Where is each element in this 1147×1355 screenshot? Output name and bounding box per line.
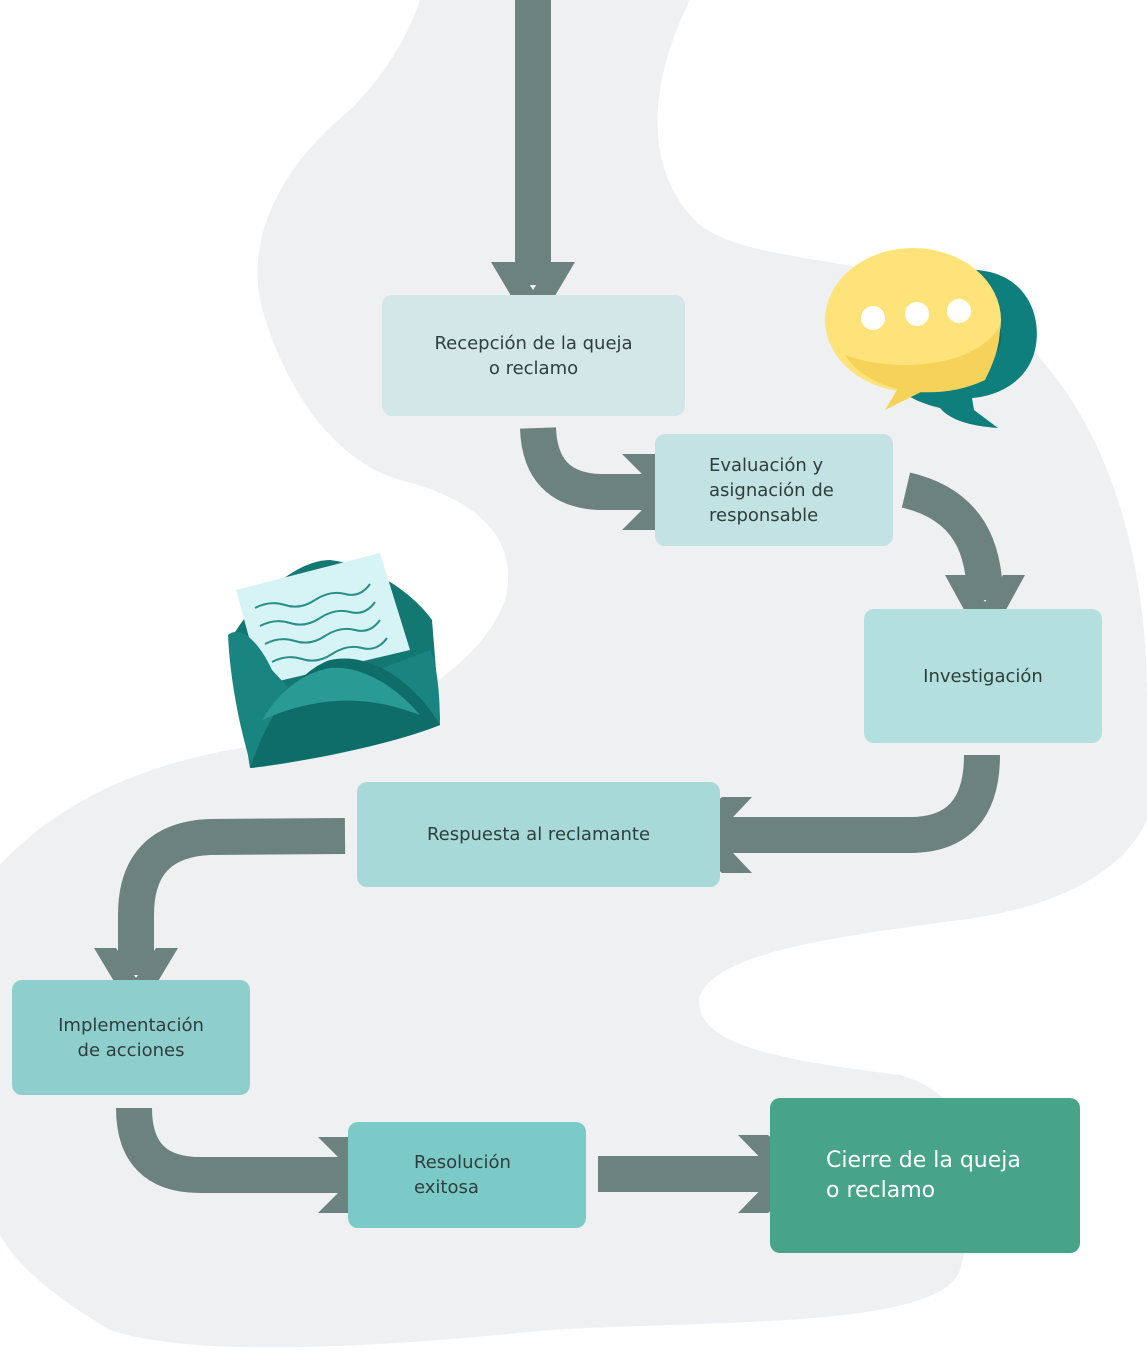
step-4-label: Respuesta al reclamante — [426, 824, 651, 845]
step-3-box: Investigación — [864, 609, 1102, 743]
step-5-box: Implementación de acciones — [12, 980, 250, 1095]
step-7-box: Cierre de la queja o reclamo — [770, 1098, 1080, 1253]
step-4-box: Respuesta al reclamante — [357, 782, 720, 887]
arrow-5-shaft — [118, 818, 346, 975]
arrow-2-shaft — [520, 426, 660, 510]
step-2-label: Evaluación y asignación de responsable — [709, 454, 834, 526]
speech-bubbles-icon — [825, 248, 1037, 428]
step-1-box: Recepción de la queja o reclamo — [382, 295, 685, 416]
arrow-4-shaft — [710, 754, 1000, 853]
step-1-label: Recepción de la queja o reclamo — [434, 332, 633, 379]
step-7-label: Cierre de la queja o reclamo — [826, 1147, 1021, 1203]
step-6-box: Resolución exitosa — [348, 1122, 586, 1228]
step-3-label: Investigación — [923, 665, 1043, 687]
step-2-box: Evaluación y asignación de responsable — [655, 434, 893, 546]
arrow-6-shaft — [116, 1107, 360, 1193]
arrow-3-shaft — [901, 472, 1003, 601]
open-envelope-icon — [228, 553, 440, 768]
step-6-label: Resolución exitosa — [414, 1152, 511, 1198]
step-5-label: Implementación de acciones — [58, 1014, 204, 1061]
